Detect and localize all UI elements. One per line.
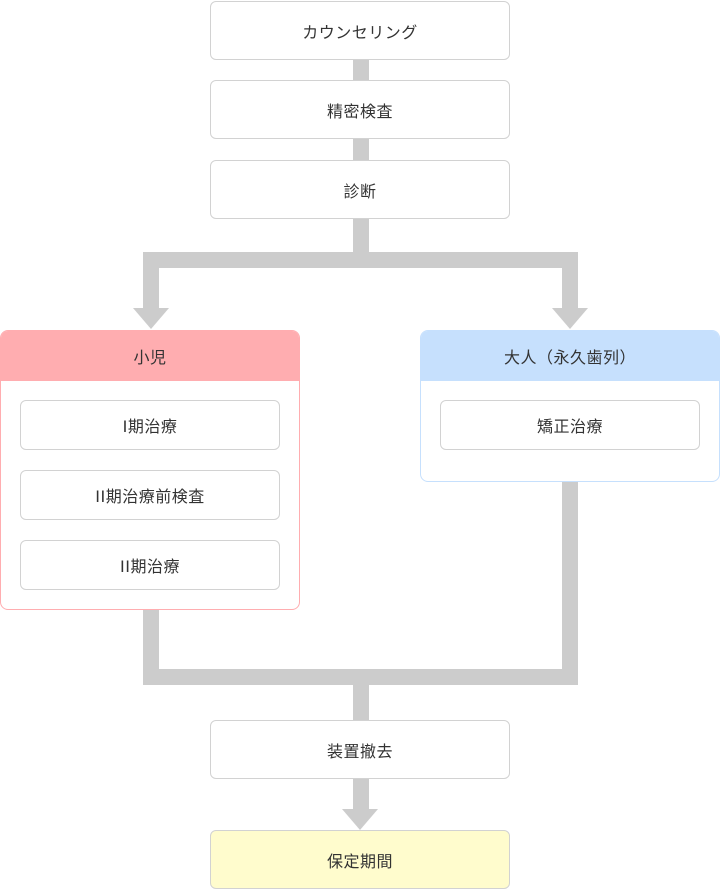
child-panel: 小児 I期治療 II期治療前検査 II期治療 [0,330,300,610]
child-step-phase2-exam: II期治療前検査 [20,470,280,520]
arrow-to-adult [552,308,588,329]
step-diagnosis: 診断 [210,160,510,219]
child-step-phase2-exam-label: II期治療前検査 [95,487,205,506]
adult-step-orthodontic: 矯正治療 [440,400,700,450]
child-step-phase1: I期治療 [20,400,280,450]
arrow-to-retention [342,809,378,830]
arrow-to-child [133,308,169,329]
child-step-phase2: II期治療 [20,540,280,590]
step-diagnosis-label: 診断 [343,181,377,201]
connector-exam-diagnosis [353,139,369,161]
adult-step-orthodontic-label: 矯正治療 [536,417,603,436]
step-examination: 精密検査 [210,80,510,139]
connector-counseling-exam [353,59,369,81]
step-appliance-removal: 装置撤去 [210,720,510,779]
adult-panel-title: 大人（永久歯列） [503,348,636,367]
step-retention-period-label: 保定期間 [326,851,393,871]
connector-split-left-stem [143,252,159,308]
connector-split-bar [143,252,578,268]
adult-panel-header: 大人（永久歯列） [421,331,719,381]
adult-panel: 大人（永久歯列） 矯正治療 [420,330,720,482]
connector-merge-left-stem [143,609,159,685]
connector-merge-stem [353,669,369,721]
child-panel-header: 小児 [1,331,299,381]
child-step-phase1-label: I期治療 [122,417,178,436]
child-panel-title: 小児 [133,348,167,367]
step-retention-period: 保定期間 [210,830,510,889]
step-appliance-removal-label: 装置撤去 [326,741,393,761]
step-examination-label: 精密検査 [326,101,393,121]
step-counseling: カウンセリング [210,1,510,60]
connector-split-right-stem [562,252,578,308]
connector-merge-right-stem [562,481,578,685]
child-step-phase2-label: II期治療 [120,557,180,576]
connector-removal-retention [353,779,369,809]
step-counseling-label: カウンセリング [302,22,418,42]
